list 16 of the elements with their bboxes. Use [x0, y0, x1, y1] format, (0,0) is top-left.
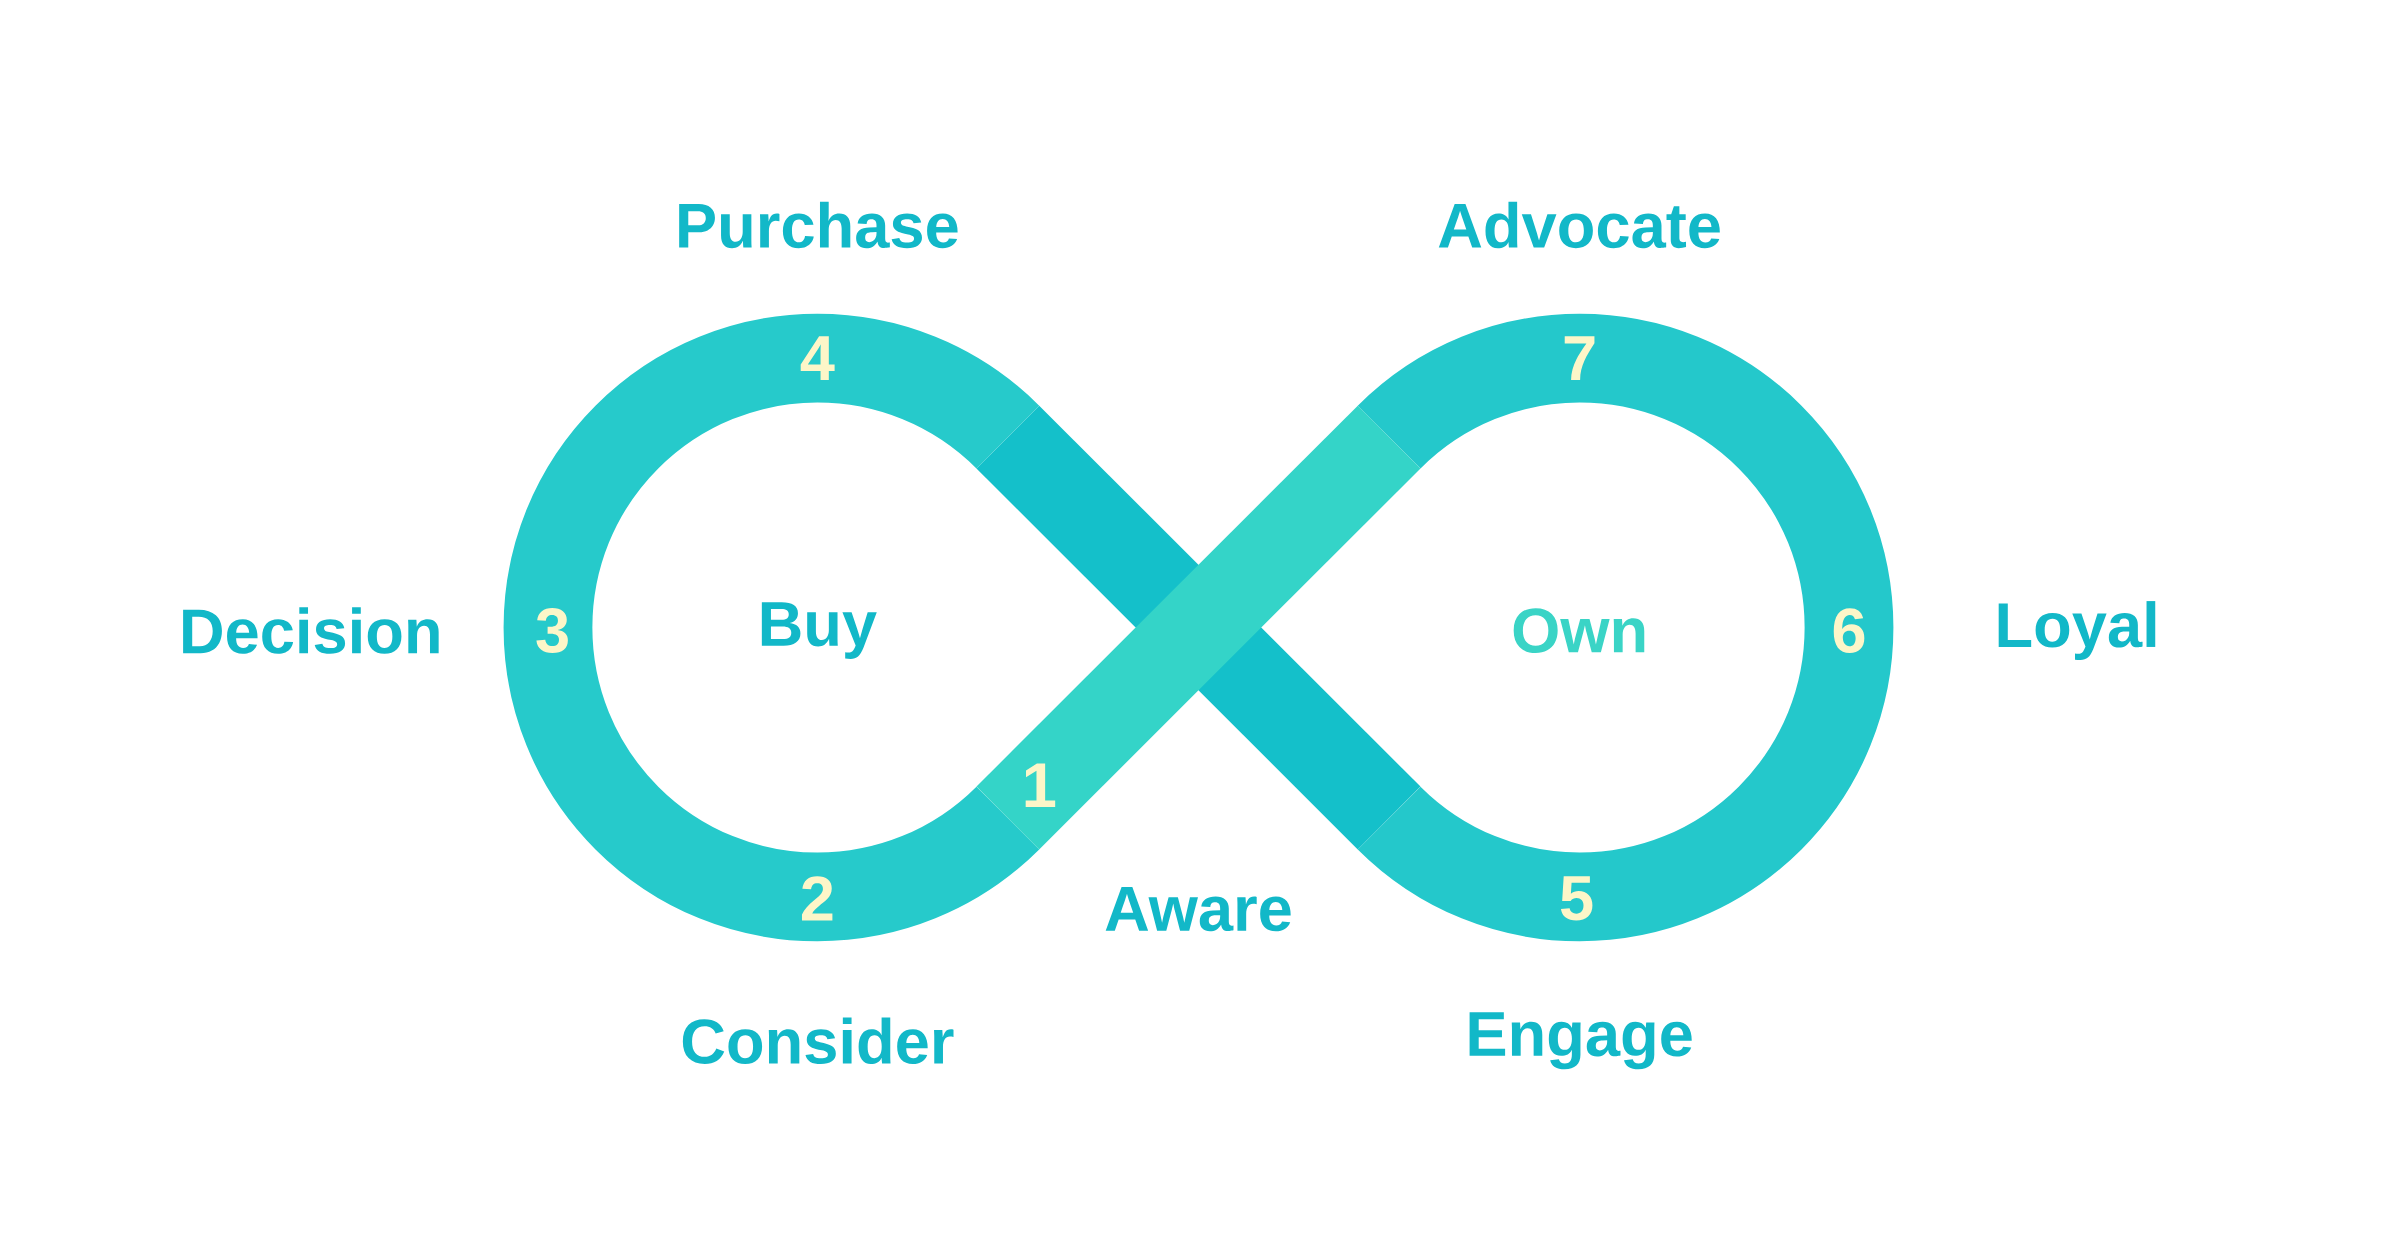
stage-label: Loyal — [1998, 601, 2156, 661]
step-number: 3 — [536, 608, 568, 654]
stage-label: Aware — [1105, 887, 1291, 932]
step-number: 6 — [1833, 608, 1865, 654]
center-label: Buy — [761, 602, 877, 660]
stage-label: Advocate — [1438, 201, 1720, 249]
center-label: Own — [1513, 608, 1645, 654]
stage-label: Decision — [183, 607, 439, 654]
step-number: 2 — [801, 876, 833, 921]
stage-label: Consider — [682, 1017, 954, 1065]
stage-label: Engage — [1469, 1012, 1692, 1070]
step-number: 1 — [1025, 763, 1056, 808]
step-number: 4 — [800, 336, 835, 381]
step-number: 7 — [1564, 336, 1595, 381]
step-number: 5 — [1560, 876, 1593, 921]
stage-label: Purchase — [679, 201, 958, 249]
